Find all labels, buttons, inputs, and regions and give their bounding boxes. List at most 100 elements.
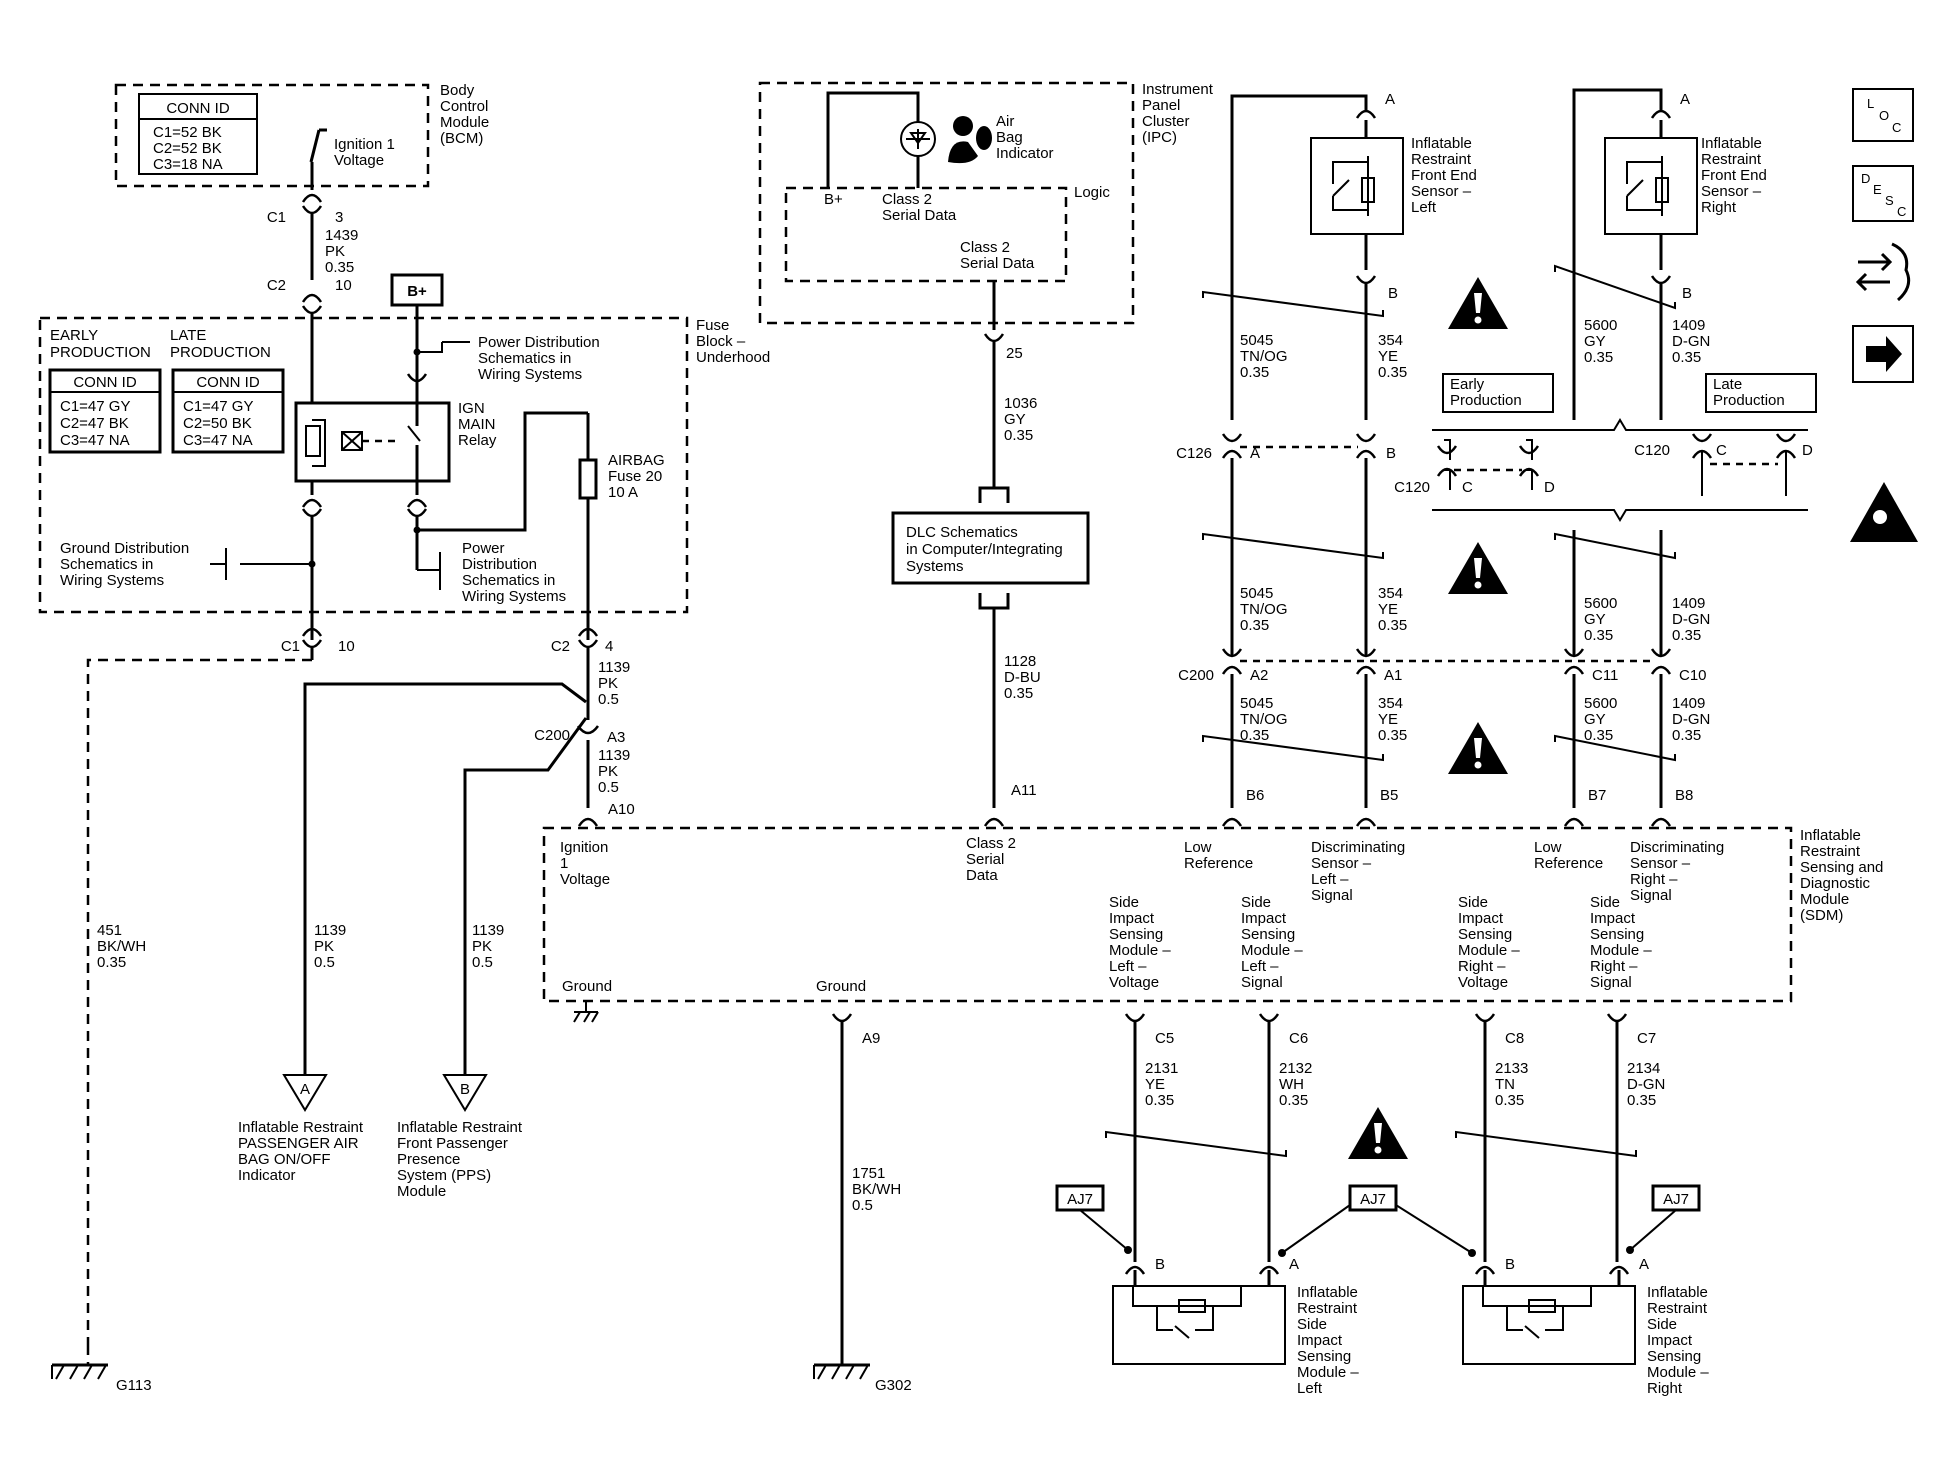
wire-1139-branch-b (463, 717, 588, 1075)
connector-pin (1355, 648, 1377, 658)
connector-pin (1650, 665, 1672, 675)
wire-1439-label: 0.35 (325, 259, 354, 276)
bcm-conn-id-table (138, 93, 258, 175)
off-page-arrow-b-label: B (460, 1081, 470, 1098)
ground-g302-icon (845, 1364, 855, 1380)
twisted-pair-mark (1202, 532, 1384, 560)
sdm-side-impact-left-voltage-label: Voltage (1109, 974, 1159, 991)
early-conn-id-header: CONN ID (73, 374, 137, 391)
sdm-side-impact-left-voltage-label: Left – (1109, 958, 1147, 975)
sdm-side-impact-left-signal-label: Left – (1241, 958, 1279, 975)
warning-icon (1474, 558, 1482, 578)
wire-1139-b-label: 1139 (472, 922, 504, 939)
connector-pin (1563, 817, 1585, 827)
aj7-pointer (1281, 1204, 1351, 1254)
ground-distribution-label: Ground Distribution (60, 540, 189, 557)
side-impact-module-right-label: Restraint (1647, 1300, 1708, 1317)
front-end-sensor-left-label: Inflatable (1411, 135, 1472, 152)
twisted-pair-mark (1455, 1130, 1637, 1158)
connector-pin (301, 498, 323, 508)
power-distribution-label: Schematics in (478, 350, 571, 367)
wire-1128-label: 0.35 (1004, 685, 1033, 702)
connector-pin (1775, 433, 1797, 443)
relay-coil-wire (312, 419, 326, 467)
wire-354-label: 0.35 (1378, 364, 1407, 381)
wire-5045-mid-label: 5045 (1240, 585, 1273, 602)
sdm-side-impact-right-signal-label: Impact (1590, 910, 1636, 927)
bcm-title: Control (440, 98, 488, 115)
connector-pin (1563, 648, 1585, 658)
wire-354-low-label: 354 (1378, 695, 1403, 712)
connector-pin (301, 293, 323, 303)
air-bag-indicator-label: Indicator (996, 145, 1054, 162)
wire-w2134-label: D-GN (1627, 1076, 1665, 1093)
description-icon-letter: D (1861, 171, 1870, 186)
sdm-pin-b7: B7 (1588, 787, 1606, 804)
next-page-icon (1852, 325, 1914, 383)
wire-5600-mid-label: 5600 (1584, 595, 1617, 612)
connector-c126-pin-a: A (1250, 445, 1260, 462)
repair-icon (1891, 242, 1911, 302)
front-end-sensor-right-label: Inflatable (1701, 135, 1762, 152)
fuse-block-connector-c2: C2 (267, 277, 286, 294)
wire-1139-label: 0.5 (598, 691, 619, 708)
sdm-side-impact-left-signal-label: Impact (1241, 910, 1287, 927)
front-end-sensor-left (1310, 137, 1404, 235)
bcm-conn-id-row: C2=52 BK (153, 140, 222, 157)
connector-c120-early (1526, 439, 1533, 490)
power-distribution-label-bottom: Schematics in (462, 572, 555, 589)
passenger-presence-module-label: Inflatable Restraint (397, 1119, 523, 1136)
wire-1036-label: 1036 (1004, 395, 1037, 412)
connector-c120-pin-d: D (1544, 479, 1555, 496)
passenger-presence-module-label: System (PPS) (397, 1167, 491, 1184)
connector-pin (406, 373, 428, 383)
chassis-ground-icon (573, 1001, 599, 1023)
ipc-indicator-circuit (826, 91, 920, 188)
ign-main-relay-label: IGN (458, 400, 485, 417)
connector-pin (1221, 817, 1243, 827)
bcm-conn-id-row: C1=52 BK (153, 124, 222, 141)
sdm-title: Module (1800, 891, 1849, 908)
battery-positive-label: B+ (407, 283, 427, 300)
late-production-label: PRODUCTION (170, 344, 271, 361)
side-impact-module-right-label: Sensing (1647, 1348, 1701, 1365)
connector-pin (301, 305, 323, 315)
front-end-sensor-left (1332, 179, 1350, 197)
bcm-title: Body (440, 82, 475, 99)
sdm-pin-b5: B5 (1380, 787, 1398, 804)
sdm-side-impact-left-signal-label: Side (1241, 894, 1271, 911)
side-impact-module-left-label: Impact (1297, 1332, 1343, 1349)
sensor-left-pin-b: B (1388, 285, 1398, 302)
wire-1409-low-label: D-GN (1672, 711, 1710, 728)
sdm-ground-label: Ground (562, 978, 612, 995)
connector-pin (301, 193, 323, 203)
side-module-left-pin-a: A (1289, 1256, 1299, 1273)
wire-1439-label: PK (325, 243, 345, 260)
arrow-head-icon (1626, 1246, 1634, 1254)
service-precautions-icon (1865, 526, 1901, 535)
connector-pin (1563, 665, 1585, 675)
early-conn-id-row: C3=47 NA (60, 432, 130, 449)
relay-coil (341, 431, 363, 451)
twisted-pair-mark (1554, 532, 1676, 560)
ipc-module-outline (758, 81, 1135, 325)
dlc-connector (978, 593, 1010, 610)
sdm-pin-c6: C6 (1289, 1030, 1308, 1047)
bcm-connector-c1: C1 (267, 209, 286, 226)
ground-distribution-bracket (210, 548, 227, 580)
sdm-pin-c7: C7 (1637, 1030, 1656, 1047)
twisted-pair-mark (1554, 734, 1676, 762)
location-icon-letter: C (1892, 120, 1901, 135)
side-module-left-pin-b: B (1155, 1256, 1165, 1273)
connector-pin (1775, 449, 1797, 459)
ground-g302-label: G302 (875, 1377, 912, 1394)
dlc-schematics-label: Systems (906, 558, 964, 575)
relay-coil-resistor (305, 425, 321, 457)
connector-c200-label: C200 (534, 727, 570, 744)
wire-1139-label: 1139 (598, 747, 630, 764)
power-distribution-label-bottom: Power (462, 540, 505, 557)
wire-5045-label: TN/OG (1240, 348, 1288, 365)
ground-g302-icon (831, 1364, 841, 1380)
sdm-side-impact-left-voltage-label: Side (1109, 894, 1139, 911)
